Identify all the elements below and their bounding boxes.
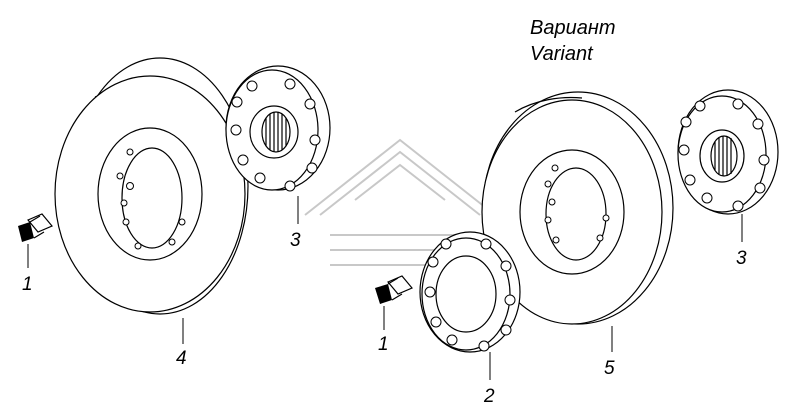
callout-damper-right: 5 [604,358,615,379]
hub-flange-right [677,89,779,215]
watermark-logo [304,138,496,266]
bolt-right [375,275,413,304]
callout-washer-plate: 2 [483,386,495,407]
callout-damper-left: 4 [176,348,187,369]
leader-lines [27,196,743,380]
variant-label-ru: Вариант [530,17,616,39]
variant-label-en: Variant [530,43,594,65]
callout-flange-right: 3 [736,248,747,269]
bolt-left [18,213,53,242]
callout-bolt-left: 1 [22,274,33,295]
hub-flange-left [225,65,331,192]
damper-pulley-left [54,57,249,315]
callout-bolt-right: 1 [378,334,389,355]
damper-pulley-right [481,91,674,325]
callout-flange-left: 3 [290,230,301,251]
washer-plate [419,231,521,353]
